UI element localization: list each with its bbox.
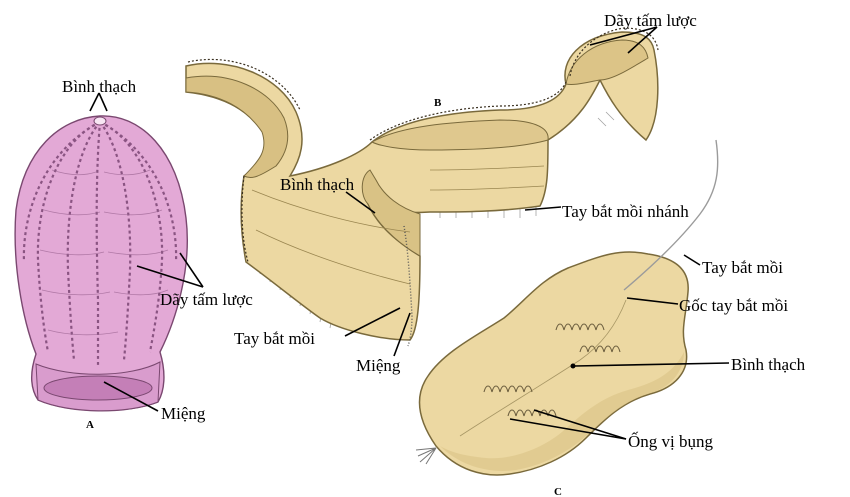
panel-b-letter: B [434,97,442,109]
specimen-a-statocyst [94,117,106,125]
label-a-comb-rows: Dãy tấm lược [160,290,253,309]
panel-a-letter: A [86,419,94,431]
label-b-branched-tentacle: Tay bắt mồi nhánh [562,202,689,221]
label-c-gastric-canals: Ống vị bụng [628,432,714,451]
label-a-statocyst: Bình thạch [62,77,137,96]
label-c-statocyst: Bình thạch [731,355,806,374]
label-b-mouth: Miệng [356,356,401,375]
specimen-c-statocyst [571,364,576,369]
label-b-tentacle: Tay bắt mồi [234,329,315,348]
specimen-c-tuft [416,448,436,464]
label-c-tentacle-base: Gốc tay bắt mồi [679,296,788,315]
label-c-tentacle: Tay bắt mồi [702,258,783,277]
label-a-mouth: Miệng [161,404,206,423]
label-b-comb-rows: Dãy tấm lược [604,11,697,30]
label-b-statocyst: Bình thạch [280,175,355,194]
specimen-a-illustration [15,116,187,411]
panel-c-letter: C [554,486,562,497]
specimen-a-mouth-opening [44,376,152,400]
